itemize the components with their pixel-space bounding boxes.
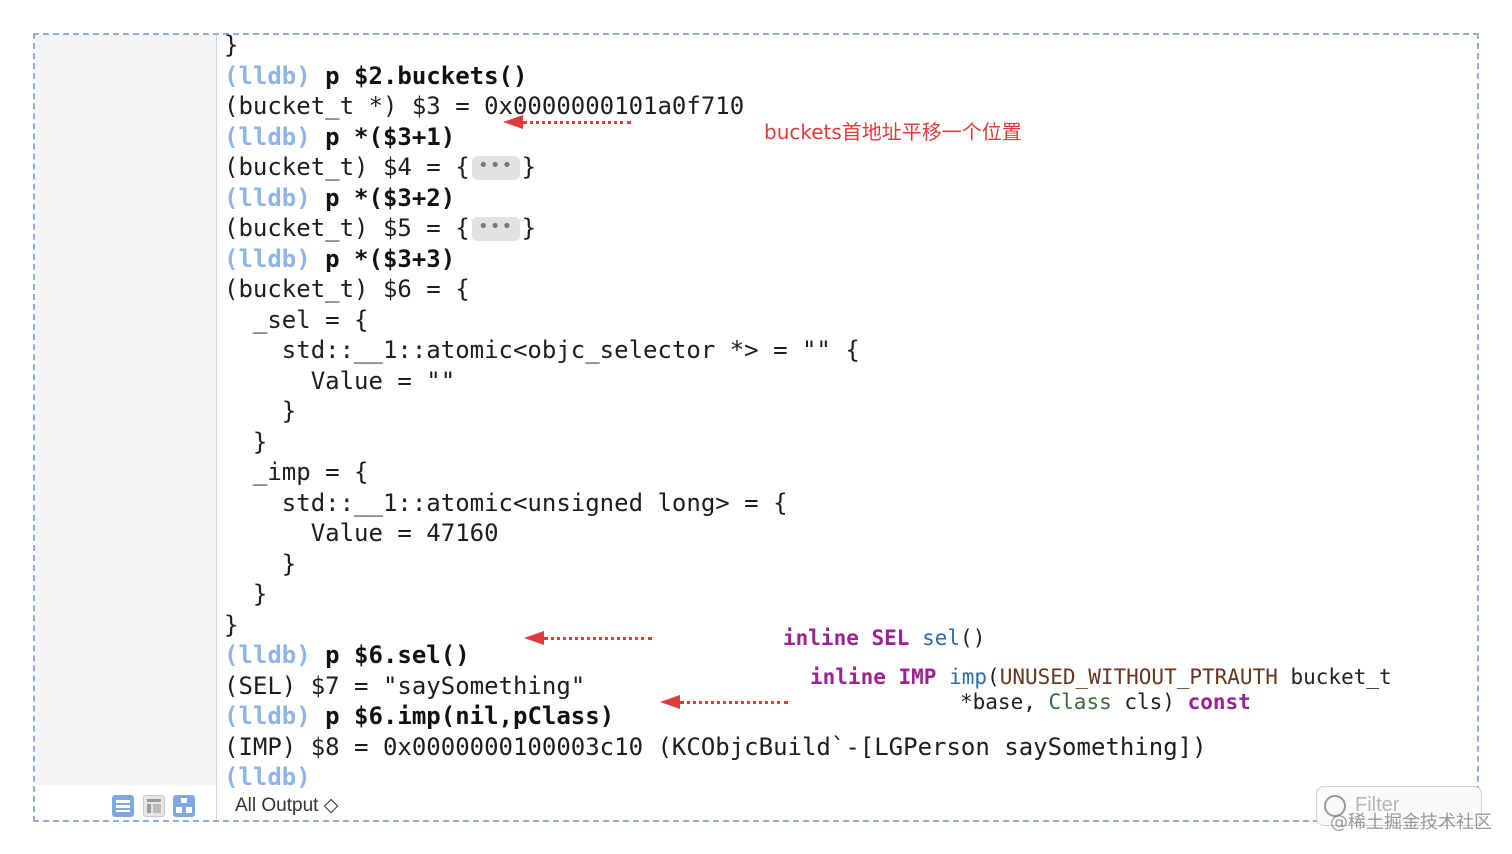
lldb-prompt: (lldb) xyxy=(224,244,311,273)
output-text: } xyxy=(224,31,239,59)
sel-parens: () xyxy=(960,626,986,650)
output-text: } xyxy=(224,580,268,608)
inline-keyword: inline xyxy=(810,665,886,689)
imp-signature-line2: *base, Class cls) const xyxy=(960,690,1251,714)
watermark: @稀土掘金技术社区 xyxy=(1330,812,1492,833)
console-output-line: (bucket_t) $4 = {•••} xyxy=(224,152,1207,183)
console-output-line: (bucket_t *) $3 = 0x0000000101a0f710 xyxy=(224,91,1207,122)
console-output-line: (SEL) $7 = "saySomething" xyxy=(224,671,1207,702)
imp-function: imp xyxy=(949,665,988,689)
screenshot-frame xyxy=(33,33,1479,822)
output-text: (bucket_t) $5 = { xyxy=(224,214,470,242)
lldb-command: p *($3+1) xyxy=(310,122,456,151)
output-text: (bucket_t) $4 = { xyxy=(224,153,470,181)
sel-function: sel xyxy=(922,626,961,650)
lldb-command: p *($3+2) xyxy=(310,183,456,212)
sel-signature: inline SEL sel() xyxy=(783,626,985,650)
const-keyword: const xyxy=(1187,690,1251,714)
imp-arg1-name: *base, xyxy=(960,690,1049,714)
imp-arg1: bucket_t xyxy=(1277,665,1392,689)
console-output-line: std::__1::atomic<objc_selector *> = "" { xyxy=(224,335,1207,366)
console-output-line: } xyxy=(224,610,1207,641)
split-view-icon[interactable] xyxy=(143,795,165,817)
arrow-buckets xyxy=(503,115,631,129)
variables-pane xyxy=(35,35,217,785)
imp-paren: ( xyxy=(987,665,1000,689)
imp-macro: UNUSED_WITHOUT_PTRAUTH xyxy=(999,665,1278,689)
lldb-prompt: (lldb) xyxy=(224,702,311,730)
output-text: Value = 47160 xyxy=(224,519,499,547)
lldb-command: p $6.sel() xyxy=(310,641,470,669)
console-output-line: Value = "" xyxy=(224,366,1207,397)
output-text: _sel = { xyxy=(224,305,369,334)
filter-placeholder: Filter xyxy=(1355,794,1400,816)
inline-keyword: inline xyxy=(783,626,859,650)
output-text: std::__1::atomic<unsigned long> = { xyxy=(224,488,788,517)
imp-type: IMP xyxy=(898,665,937,689)
expand-ellipsis-button[interactable]: ••• xyxy=(471,156,520,180)
console-output-line: } xyxy=(224,579,1207,610)
lldb-prompt: (lldb) xyxy=(224,763,311,791)
console-output-line: } xyxy=(224,396,1207,427)
console-output-line: Value = 47160 xyxy=(224,518,1207,549)
console-output-line: } xyxy=(224,549,1207,580)
lldb-prompt: (lldb) xyxy=(224,183,311,212)
console-command-line: (lldb) p *($3+3) xyxy=(224,244,1207,275)
output-text: } xyxy=(224,397,297,425)
class-type: Class xyxy=(1048,690,1112,714)
arrow-sel xyxy=(524,631,652,645)
output-text: } xyxy=(224,610,239,639)
output-text-close: } xyxy=(521,153,537,181)
filter-icon xyxy=(1324,795,1346,817)
pane-divider[interactable] xyxy=(216,35,217,820)
console-output-line: } xyxy=(224,30,1207,61)
output-text: _imp = { xyxy=(224,458,369,486)
imp-signature-line1: inline IMP imp(UNUSED_WITHOUT_PTRAUTH bu… xyxy=(810,665,1392,689)
console-command-line: (lldb) p *($3+2) xyxy=(224,183,1207,214)
console-output-line: (IMP) $8 = 0x0000000100003c10 (KCObjcBui… xyxy=(224,732,1207,763)
variables-view-icon[interactable] xyxy=(112,795,134,817)
console-output-line: std::__1::atomic<unsigned long> = { xyxy=(224,488,1207,519)
console-command-line: (lldb) p *($3+1) xyxy=(224,122,1207,153)
console-command-line: (lldb) p $6.sel() xyxy=(224,640,1207,671)
expand-ellipsis-button[interactable]: ••• xyxy=(471,217,520,241)
lldb-prompt: (lldb) xyxy=(224,641,311,669)
sel-type: SEL xyxy=(871,626,910,650)
imp-arg2: cls) xyxy=(1111,690,1188,714)
arrow-imp xyxy=(660,695,788,709)
output-text: std::__1::atomic<objc_selector *> = "" { xyxy=(224,336,860,364)
console-output-line: } xyxy=(224,427,1207,458)
lldb-command: p $6.imp(nil,pClass) xyxy=(310,702,615,730)
output-mode-select[interactable]: All Output ◇ xyxy=(235,795,339,816)
console-command-line: (lldb) p $6.imp(nil,pClass) xyxy=(224,701,1207,732)
lldb-command: p $2.buckets() xyxy=(310,61,528,90)
filter-field[interactable]: Filter xyxy=(1316,786,1482,826)
output-text: } xyxy=(224,549,297,578)
debug-console[interactable]: }(lldb) p $2.buckets()(bucket_t *) $3 = … xyxy=(224,30,1207,793)
lldb-command: p *($3+3) xyxy=(310,244,456,273)
console-input-prompt[interactable]: (lldb) xyxy=(224,762,1207,793)
output-text: (SEL) $7 = "saySomething" xyxy=(224,671,586,700)
lldb-prompt: (lldb) xyxy=(224,61,311,90)
output-text: (bucket_t) $6 = { xyxy=(224,275,470,303)
console-output-line: (bucket_t) $5 = {•••} xyxy=(224,213,1207,244)
console-output-line: (bucket_t) $6 = { xyxy=(224,274,1207,305)
console-output-line: _sel = { xyxy=(224,305,1207,336)
output-text-close: } xyxy=(521,214,537,242)
console-output-line: _imp = { xyxy=(224,457,1207,488)
console-view-icon[interactable] xyxy=(173,795,195,817)
lldb-prompt: (lldb) xyxy=(224,122,311,151)
output-text: Value = "" xyxy=(224,366,456,395)
output-text: } xyxy=(224,427,268,456)
output-text: (IMP) $8 = 0x0000000100003c10 (KCObjcBui… xyxy=(224,732,1207,761)
buckets-offset-note: buckets首地址平移一个位置 xyxy=(764,120,1022,144)
output-text: (bucket_t *) $3 = 0x0000000101a0f710 xyxy=(224,92,745,120)
console-command-line: (lldb) p $2.buckets() xyxy=(224,61,1207,92)
